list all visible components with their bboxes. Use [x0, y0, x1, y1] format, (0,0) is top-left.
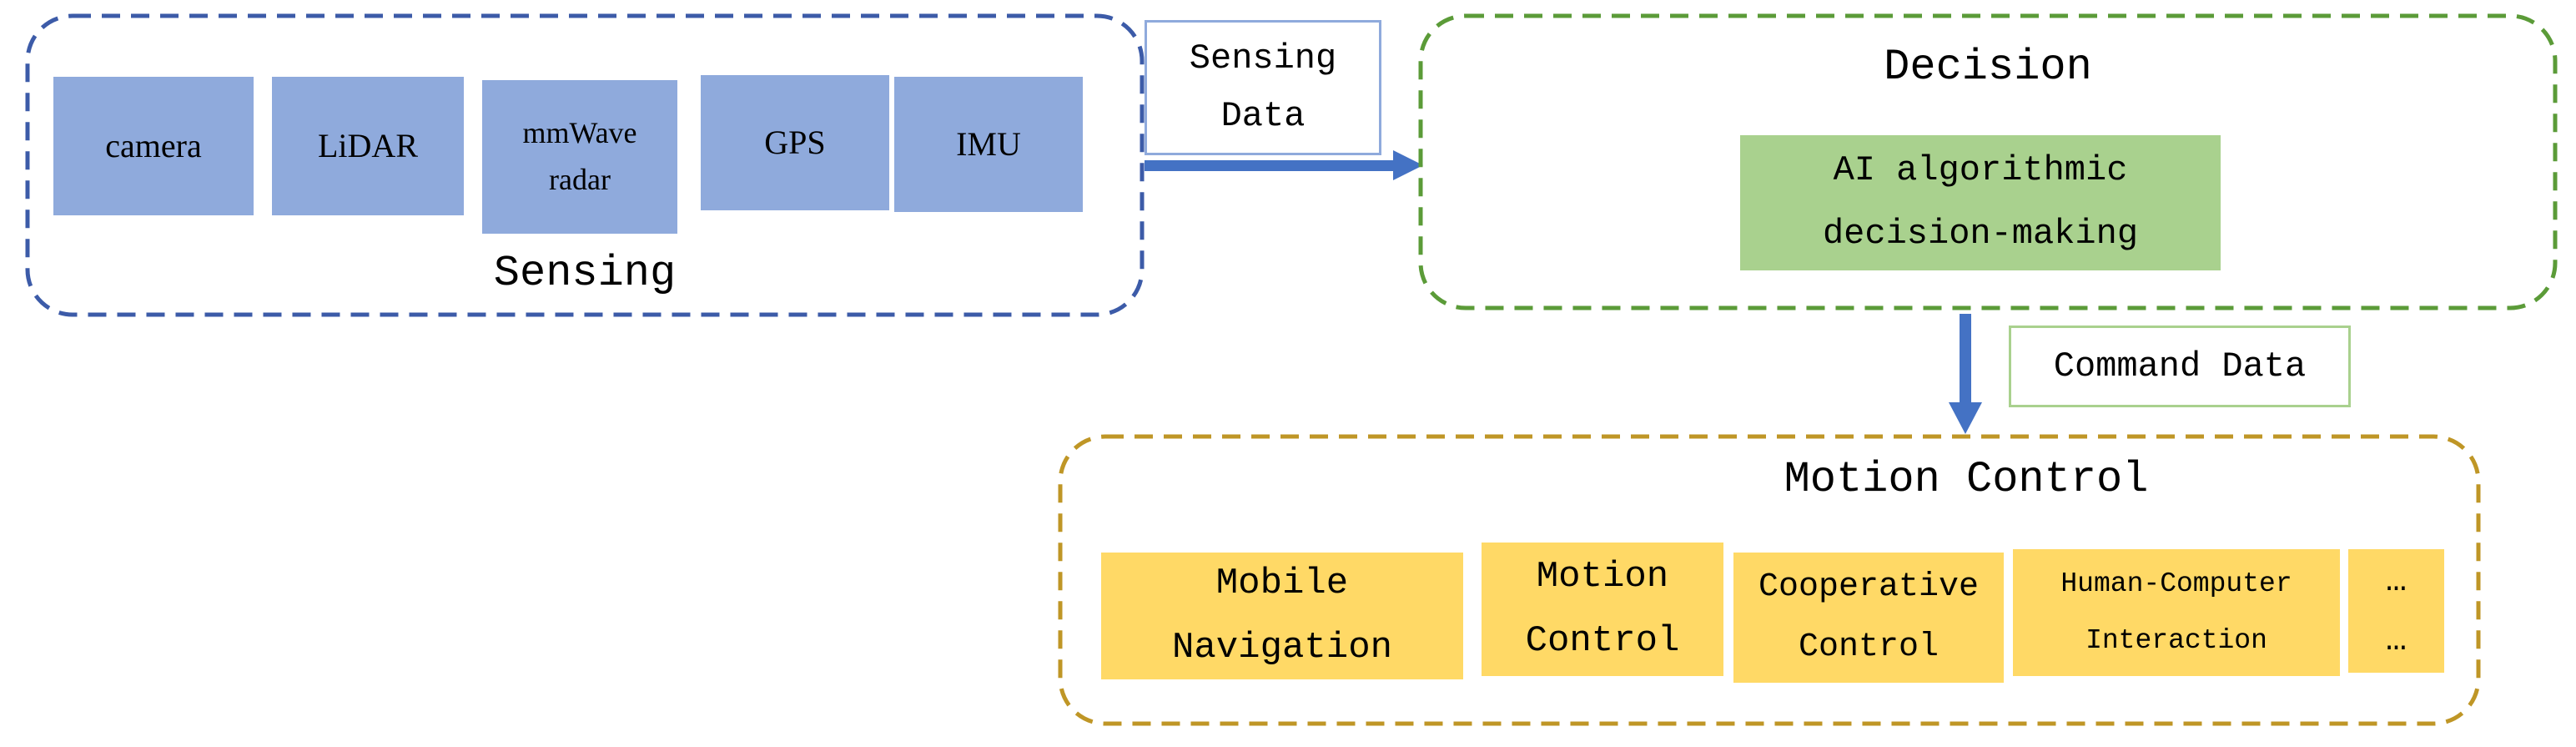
module-motion-control-label: Motion Control — [1525, 556, 1680, 662]
decision-to-motion-arrow — [1944, 314, 1987, 434]
sensing-data-label: Sensing Data — [1189, 38, 1337, 136]
ai-decision-box: AI algorithmic decision-making — [1740, 135, 2221, 270]
right-arrow-icon — [1145, 150, 1423, 180]
module-human-computer-interaction-label: Human-Computer Interaction — [2060, 568, 2292, 656]
sensing-title: Sensing — [493, 248, 677, 298]
ai-decision-label: AI algorithmic decision-making — [1822, 150, 2139, 254]
sensor-imu-label: IMU — [956, 125, 1021, 163]
decision-group: Decision AI algorithmic decision-making — [1418, 13, 2558, 310]
sensor-gps-label: GPS — [764, 124, 826, 161]
sensing-data-label-box: Sensing Data — [1145, 20, 1381, 155]
sensing-group: camera LiDAR mmWave radar GPS IMU Sensin… — [25, 13, 1145, 317]
sensor-box-camera: camera — [53, 77, 254, 215]
sensor-camera-label: camera — [105, 127, 202, 164]
sensor-box-lidar: LiDAR — [272, 77, 464, 215]
decision-title: Decision — [1884, 43, 2092, 92]
sensor-mmwave-radar-label: mmWave radar — [522, 116, 637, 196]
module-mobile-navigation-label: Mobile Navigation — [1171, 563, 1393, 669]
module-box-mobile-navigation: Mobile Navigation — [1101, 553, 1463, 679]
module-cooperative-control-label: Cooperative Control — [1758, 568, 1980, 666]
command-data-label-box: Command Data — [2009, 326, 2351, 407]
motion-control-title-text: Motion Control — [1784, 455, 2149, 504]
sensor-box-imu: IMU — [894, 77, 1083, 212]
command-data-label: Command Data — [2053, 346, 2307, 386]
module-box-motion-control: Motion Control — [1482, 543, 1723, 676]
module-box-ellipsis: … … — [2348, 549, 2444, 673]
sensor-box-mmwave-radar: mmWave radar — [482, 80, 677, 234]
module-box-human-computer-interaction: Human-Computer Interaction — [2013, 549, 2340, 676]
down-arrow-icon — [1949, 314, 1982, 434]
sensor-box-gps: GPS — [701, 75, 889, 210]
motion-control-title: Motion Control — [1058, 456, 2481, 503]
motion-control-group: Motion Control Mobile Navigation Motion … — [1058, 434, 2481, 726]
sensing-to-decision-arrow — [1145, 149, 1423, 182]
sensor-lidar-label: LiDAR — [318, 127, 418, 164]
module-ellipsis-label: … … — [2385, 560, 2407, 660]
module-box-cooperative-control: Cooperative Control — [1733, 553, 2004, 683]
